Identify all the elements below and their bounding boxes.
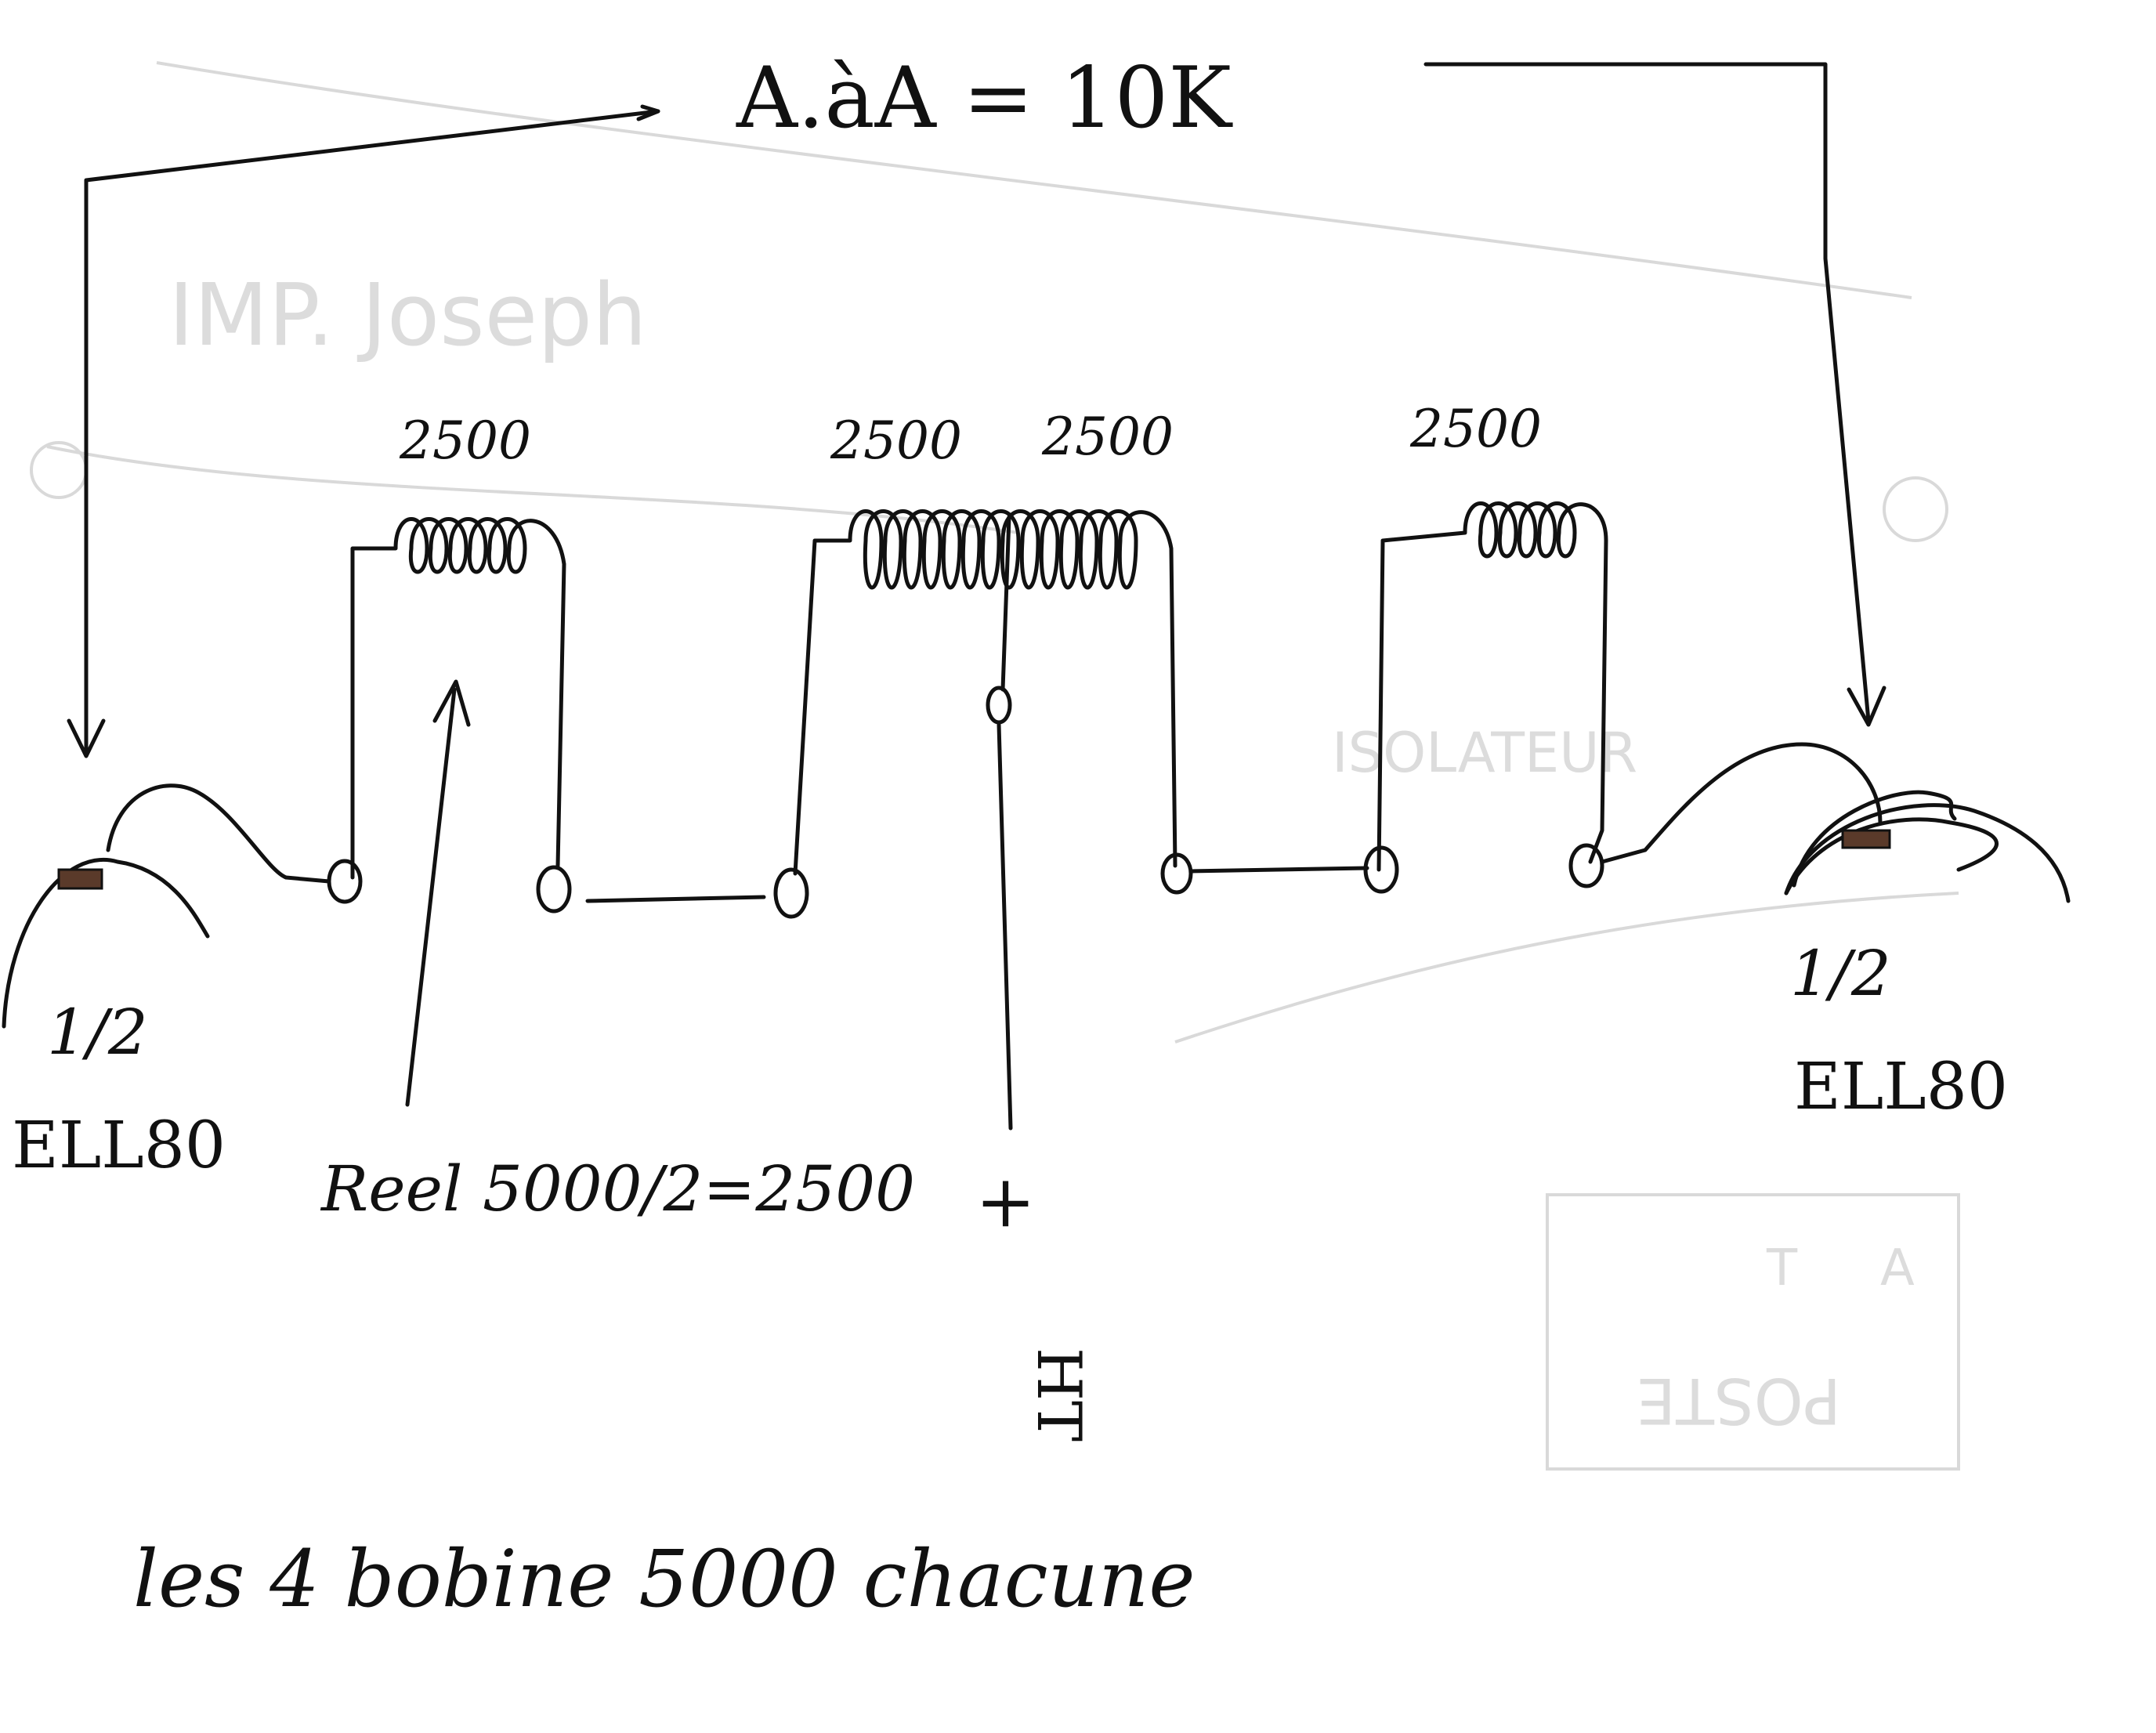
coil-icon	[350, 517, 566, 880]
ht-lead-line	[997, 722, 1013, 1131]
bleed-circle-2	[1883, 476, 1948, 542]
reel-pointer-line	[405, 687, 457, 1107]
right-tube-envelope-outline	[1784, 803, 2071, 903]
coil3-winding	[1376, 501, 1608, 872]
right-tube-fraction: 1/2	[1790, 937, 1891, 1010]
terminal-icon	[986, 686, 1012, 725]
left-tube-lead	[106, 783, 331, 884]
left-tube-symbol	[2, 783, 331, 1029]
bleed-line-3	[1174, 892, 1959, 1044]
right-tube-symbol	[1600, 742, 2071, 903]
bleed-a-text: A	[1880, 1239, 1915, 1297]
coil2-center-tap	[1000, 515, 1011, 692]
right-impedance-arrow-line	[1423, 62, 1871, 723]
link-coil2-coil3	[1188, 866, 1369, 874]
terminal-icon	[1160, 852, 1193, 895]
bleed-isolateur-text: ISOLATEUR	[1332, 721, 1637, 785]
impedance-title: A.àA = 10K	[736, 49, 1233, 147]
right-tube-envelope	[1784, 817, 1999, 895]
terminal-icon	[773, 867, 809, 919]
bleed-line-2	[156, 61, 1912, 299]
terminal-icon	[1568, 843, 1604, 888]
left-tube-pin-icon	[57, 868, 103, 890]
arrow-down-icon	[1847, 686, 1886, 727]
bleed-circle-1	[30, 441, 88, 499]
arrow-tail-icon	[636, 104, 660, 121]
left-tube-fraction: 1/2	[47, 996, 148, 1069]
terminal-icon	[536, 865, 572, 914]
coil2b-label: 2500	[1041, 407, 1174, 467]
bleed-t-text: T	[1766, 1239, 1798, 1297]
coil1-winding	[350, 517, 566, 880]
bottom-note: les 4 bobine 5000 chacune	[133, 1533, 1196, 1625]
left-tube-name: ELL80	[12, 1109, 226, 1183]
reel-note: Reel 5000/2=2500	[320, 1152, 915, 1225]
coil3-label: 2500	[1409, 399, 1542, 459]
left-tube-envelope	[2, 858, 210, 1029]
coil-icon	[1376, 501, 1608, 872]
terminal-icon	[327, 859, 363, 904]
bleed-poste-box	[1546, 1193, 1960, 1471]
coil-icon	[793, 509, 1177, 876]
ht-label: HT	[1023, 1348, 1094, 1442]
bleed-imp-text: IMP. Joseph	[168, 265, 647, 365]
arrow-down-icon	[67, 718, 106, 758]
arrow-up-icon	[432, 679, 471, 727]
terminal-icon	[1363, 845, 1399, 894]
coil2-winding	[793, 509, 1177, 876]
ht-plus-sign: +	[975, 1160, 1036, 1243]
coil1-label: 2500	[399, 411, 531, 471]
bleed-poste-text: POSTE	[1637, 1364, 1841, 1437]
right-tube-pin-icon	[1841, 829, 1891, 849]
left-impedance-arrow-line	[84, 109, 660, 754]
bleed-through-layer: IMP. Joseph ISOLATEUR POSTE A T	[30, 61, 1960, 1471]
coil2a-label: 2500	[830, 411, 962, 471]
right-tube-name: ELL80	[1794, 1050, 2008, 1124]
link-coil1-coil2	[585, 895, 766, 903]
right-tube-lead	[1600, 742, 1883, 864]
